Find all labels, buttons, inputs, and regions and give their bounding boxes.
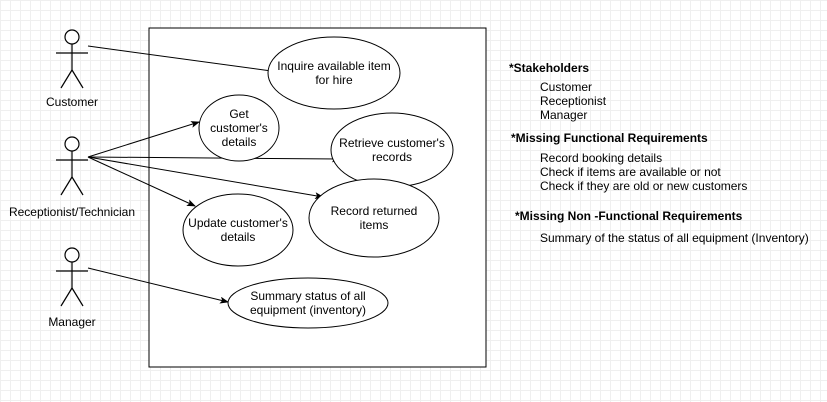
- use-case-label: items: [360, 218, 389, 232]
- missing-functional-heading: *Missing Functional Requirements: [511, 131, 708, 145]
- missing-functional-item: Check if items are available or not: [540, 165, 721, 179]
- association-receptionist-record-returned: [87, 156, 324, 200]
- use-case-label: equipment (inventory): [250, 303, 366, 317]
- use-case-label: Summary status of all: [250, 289, 365, 303]
- association-receptionist-retrieve-records: [87, 155, 341, 163]
- use-case-label: records: [372, 150, 412, 164]
- stakeholder-item: Manager: [540, 108, 588, 122]
- use-case-label: details: [222, 135, 257, 149]
- use-case-ellipse: [182, 193, 294, 267]
- association-customer-inquire: [87, 45, 287, 76]
- actor-customer: Customer: [46, 29, 98, 109]
- use-case-label: customer's: [210, 121, 268, 135]
- use-case-label: Update customer's: [188, 216, 288, 230]
- stakeholder-item: Receptionist: [540, 94, 607, 108]
- use-case-ellipse: [267, 36, 401, 110]
- use-case-label: Retrieve customer's: [339, 136, 445, 150]
- actor-receptionist: Receptionist/Technician: [9, 136, 135, 219]
- stakeholders-list: Customer Receptionist Manager: [540, 80, 606, 122]
- association-manager-summary-status: [87, 267, 229, 304]
- stick-figure-icon: [56, 29, 88, 89]
- use-case-label: Record returned: [331, 204, 418, 218]
- actor-manager: Manager: [48, 247, 96, 329]
- use-case-ellipse: [308, 178, 440, 258]
- missing-non-functional-heading: *Missing Non -Functional Requirements: [515, 209, 743, 223]
- missing-non-functional-list: Summary of the status of all equipment (…: [540, 231, 809, 245]
- missing-functional-item: Record booking details: [540, 151, 663, 165]
- use-case-ellipse: [227, 277, 389, 329]
- use-case-label: Inquire available item: [277, 59, 390, 73]
- use-case-label: for hire: [315, 73, 353, 87]
- missing-functional-item: Check if they are old or new customers: [540, 179, 748, 193]
- use-case-label: details: [221, 230, 256, 244]
- actor-label: Customer: [46, 95, 98, 109]
- missing-non-functional-item: Summary of the status of all equipment (…: [540, 231, 809, 245]
- stakeholder-item: Customer: [540, 80, 593, 94]
- association-receptionist-get-details: [87, 121, 200, 158]
- actor-label: Receptionist/Technician: [9, 205, 135, 219]
- stick-figure-icon: [56, 136, 88, 196]
- actor-label: Manager: [48, 315, 95, 329]
- missing-functional-list: Record booking details Check if items ar…: [540, 151, 747, 193]
- use-case-label: Get: [229, 107, 249, 121]
- use-case-ellipse: [198, 94, 280, 162]
- association-receptionist-update-details: [87, 156, 196, 207]
- stakeholders-heading: *Stakeholders: [509, 61, 590, 75]
- stick-figure-icon: [56, 247, 88, 307]
